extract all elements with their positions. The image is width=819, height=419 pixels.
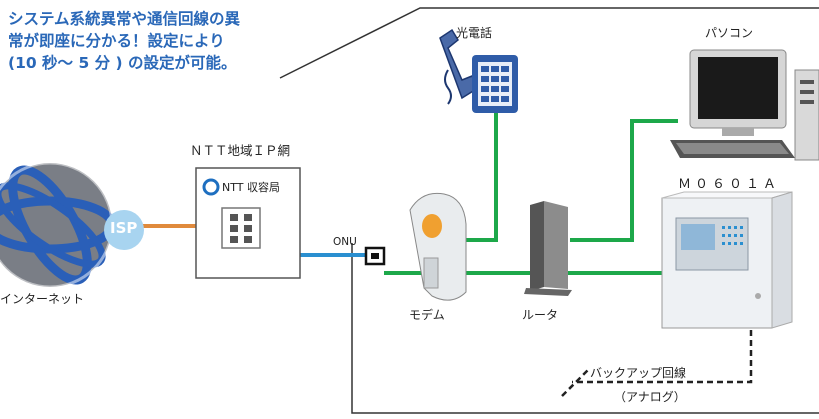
optical-phone-label: 光電話 [456,26,493,40]
header-line-2: 常が即座に分かる！設定により [8,32,225,50]
backup-line [561,330,753,397]
house-outline-wall [351,243,819,414]
ntt-network-label: ＮＴＴ地域ＩＰ網 [190,143,291,158]
modem-icon [409,192,467,301]
router-icon [524,201,572,296]
isp-label: ISP [110,219,138,237]
header-line-3: (10 秒～ 5 分 ) の設定が可能。 [8,54,237,72]
onu-label: ONU [333,236,357,248]
ntt-logo [202,178,220,196]
backup-line-label: バックアップ回線 [590,366,687,380]
header-text: システム系統異常や通信回線の異 常が即座に分かる！設定により (10 秒～ 5 … [8,8,308,74]
onu-port-icon [364,246,386,266]
control-panel-icon [661,191,793,329]
internet-globe-icon [0,161,117,289]
modem-label: モデム [409,308,445,322]
device-model-label: Ｍ０６０１Ａ [678,177,781,192]
isp-badge [104,210,144,250]
router-label: ルータ [522,308,559,322]
house-outline [279,7,819,79]
internet-label: インターネット [0,292,85,306]
analog-label: （アナログ） [614,390,686,404]
pc-label: パソコン [705,26,754,40]
ntt-building-icon [221,207,261,249]
ntt-office-label: NTT 収容局 [222,181,280,194]
phone-icon [439,28,518,113]
pc-icon [670,49,819,161]
header-line-1: システム系統異常や通信回線の異 [8,10,241,28]
